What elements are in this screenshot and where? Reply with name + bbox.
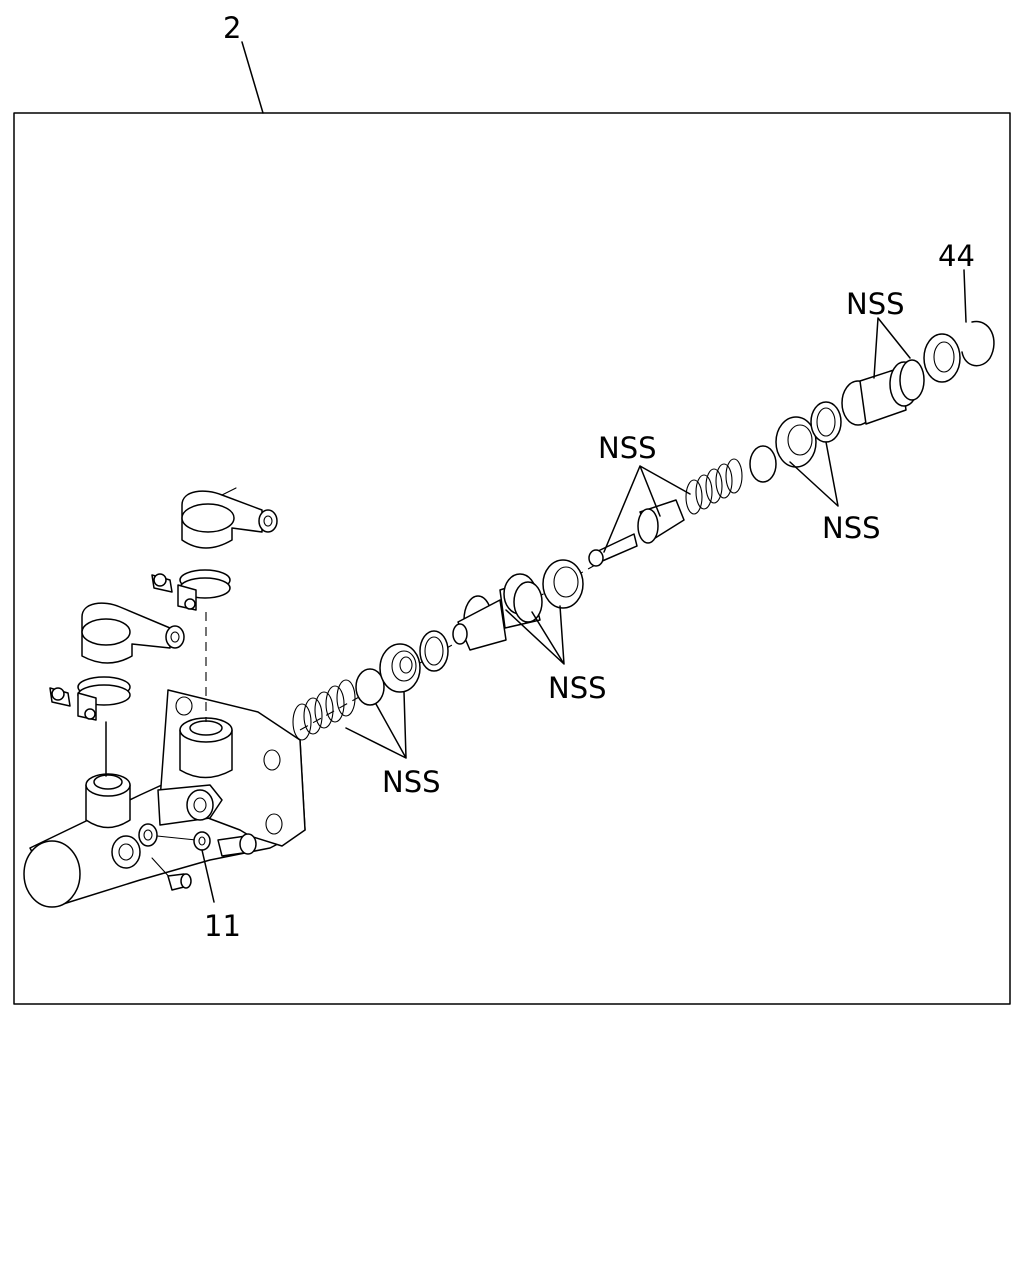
port-boss-front bbox=[85, 773, 131, 829]
nss-leader-center bbox=[505, 605, 565, 665]
nss-leader-left bbox=[345, 691, 407, 759]
nss-label-center-top: NSS bbox=[598, 431, 657, 465]
primary-piston bbox=[452, 573, 543, 651]
callout-11: 11 bbox=[204, 909, 241, 943]
assembly-leader-line bbox=[241, 41, 264, 114]
callout-2: 2 bbox=[223, 11, 241, 45]
stop-bolt bbox=[588, 533, 638, 567]
union-bolt bbox=[217, 833, 257, 857]
cone-cup bbox=[637, 499, 685, 544]
cup-seal-1 bbox=[379, 643, 421, 693]
nss-leader-center-top bbox=[603, 465, 691, 553]
spring-2 bbox=[685, 458, 743, 515]
washer-11 bbox=[193, 831, 211, 851]
snap-ring-44-leader bbox=[963, 269, 967, 323]
spring-1 bbox=[292, 679, 356, 741]
port-boss-rear bbox=[179, 717, 233, 779]
center-axis-line bbox=[299, 539, 641, 731]
nss-leader-upper-right bbox=[873, 317, 911, 379]
reservoir-hose-rear bbox=[181, 487, 278, 549]
bleeder-screw-bottom bbox=[167, 873, 192, 891]
washer-piston-2 bbox=[810, 401, 842, 443]
callout-44: 44 bbox=[938, 239, 975, 273]
end-seal-ring bbox=[923, 333, 961, 383]
outlet-boss bbox=[111, 823, 197, 881]
nss-label-center: NSS bbox=[548, 671, 607, 705]
nss-leader-mid-right bbox=[789, 441, 839, 507]
reservoir-hose-front bbox=[81, 602, 185, 664]
diagram-frame bbox=[13, 112, 1011, 1005]
nss-label-left: NSS bbox=[382, 765, 441, 799]
cup-seal-3 bbox=[775, 416, 817, 468]
hose-clamp-rear bbox=[151, 569, 231, 611]
snap-ring-44 bbox=[961, 320, 995, 367]
secondary-piston bbox=[841, 359, 925, 426]
washer-piston-1 bbox=[419, 630, 449, 672]
cup-seal-2 bbox=[542, 559, 584, 609]
cylinder-body bbox=[23, 689, 306, 908]
spring-retainer-2 bbox=[749, 445, 777, 483]
hose-clamp-front bbox=[49, 676, 131, 721]
nss-label-mid-right: NSS bbox=[822, 511, 881, 545]
spring-retainer-1 bbox=[355, 668, 385, 706]
nss-label-upper-right: NSS bbox=[846, 287, 905, 321]
washer-11-leader bbox=[201, 849, 215, 903]
